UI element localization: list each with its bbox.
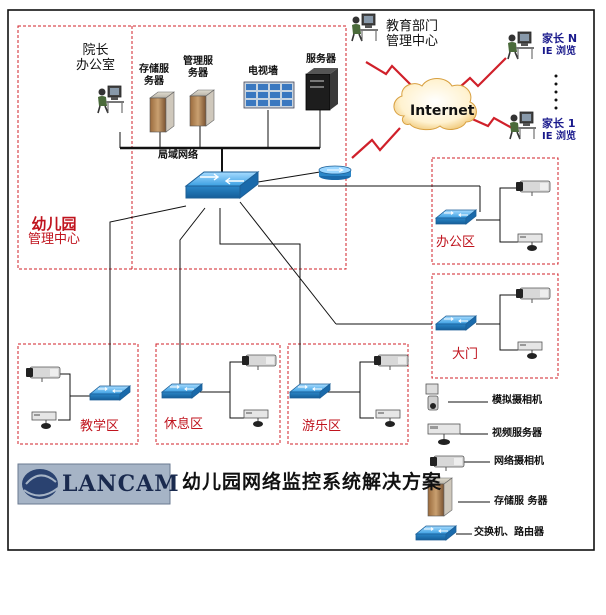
link-teaching xyxy=(109,205,187,394)
rest-branch-2 xyxy=(229,392,244,419)
server-tower-icon xyxy=(305,68,338,111)
play-network-camera-icon xyxy=(373,354,409,371)
legend-video-server-icon xyxy=(427,423,461,445)
wan-router-link xyxy=(351,127,401,159)
principal-office-label: 院长 办公室 xyxy=(76,43,116,74)
zone-teaching-area xyxy=(17,343,139,445)
parent-1-user-icon xyxy=(509,111,537,140)
gate-branch-2 xyxy=(499,324,518,351)
teaching-switch-icon xyxy=(89,385,131,401)
management-server-label: 管理服 务器 xyxy=(183,56,213,79)
internet-label: Internet xyxy=(410,103,475,119)
teach-branch-1 xyxy=(60,373,90,397)
parent-1-line1: 家长 1 xyxy=(542,117,576,130)
link-gate-a xyxy=(239,201,337,325)
zone-main-gate xyxy=(431,273,559,379)
teach-branch-2 xyxy=(58,396,71,421)
internet-cloud xyxy=(393,78,477,131)
gate-switch-icon xyxy=(435,315,477,331)
link-rest xyxy=(179,207,206,390)
parent-n-line2: IE 浏览 xyxy=(542,45,577,57)
rest-branch-1 xyxy=(200,361,244,393)
rest-switch-icon xyxy=(161,383,203,399)
link-play xyxy=(219,208,301,390)
office-switch-icon xyxy=(435,209,477,225)
legend-analog-camera-icon xyxy=(425,383,439,411)
zone-management-center xyxy=(17,25,347,270)
gate-network-camera-icon xyxy=(515,287,551,304)
education-center-line2: 管理中心 xyxy=(386,33,439,49)
rest-area-label: 休息区 xyxy=(164,417,204,432)
gate-branch-1 xyxy=(476,294,520,325)
education-user-icon xyxy=(351,13,379,42)
core-switch-icon xyxy=(185,171,259,199)
links xyxy=(58,110,520,535)
play-video-server-icon xyxy=(375,409,401,428)
wan-parent1-link xyxy=(469,116,513,129)
gate-video-server-icon xyxy=(517,341,543,360)
legend-network-camera-icon xyxy=(429,455,465,472)
principal-office-line2: 办公室 xyxy=(76,57,116,73)
office-area-label: 办公区 xyxy=(436,235,476,250)
parent-n-line1: 家长 N xyxy=(542,32,578,45)
wan-edu-link xyxy=(365,61,415,89)
education-center-label: 教育部门 管理中心 xyxy=(386,19,439,50)
parent-n-user-icon xyxy=(507,31,535,60)
page-title: 幼儿园网络监控系统解决方案 xyxy=(182,471,443,493)
parent-dots xyxy=(554,74,558,110)
play-area-label: 游乐区 xyxy=(302,419,342,434)
legend-analog-camera-label: 模拟摄相机 xyxy=(492,395,542,406)
tv-wall-icon xyxy=(243,81,295,109)
teaching-area-label: 教学区 xyxy=(80,419,120,434)
parent-1-line2: IE 浏览 xyxy=(542,130,577,142)
legend-switch-icon xyxy=(415,525,457,541)
rest-network-camera-icon xyxy=(241,354,277,371)
office-branch-1 xyxy=(476,187,520,221)
legend-storage-server-label: 存储服 务器 xyxy=(494,496,548,507)
parent-1-label: 家长 1 IE 浏览 xyxy=(542,117,577,142)
kindergarten-center-line1: 幼儿园 xyxy=(31,215,77,233)
teaching-network-camera-icon xyxy=(25,366,61,383)
play-switch-icon xyxy=(289,383,331,399)
storage-server-line2: 务器 xyxy=(144,75,164,87)
main-gate-label: 大门 xyxy=(452,347,479,362)
office-branch-2 xyxy=(499,220,518,243)
play-branch-1 xyxy=(322,361,376,393)
management-server-icon xyxy=(189,89,215,127)
management-server-line2: 务器 xyxy=(188,67,208,79)
tv-wall-label: 电视墙 xyxy=(248,66,278,77)
server-label: 服务器 xyxy=(306,54,336,65)
legend-storage-server-icon xyxy=(427,477,453,517)
teaching-video-server-icon xyxy=(31,411,57,430)
kindergarten-center-label: 幼儿园 管理中心 xyxy=(28,215,81,248)
storage-server-line1: 存储服 xyxy=(139,64,169,75)
rest-video-server-icon xyxy=(243,409,269,428)
zone-office-area xyxy=(431,157,559,265)
parent-n-label: 家长 N IE 浏览 xyxy=(542,32,578,57)
legend-network-camera-label: 网络摄相机 xyxy=(494,456,544,467)
principal-office-line1: 院长 xyxy=(82,43,109,58)
office-network-camera-icon xyxy=(515,180,551,197)
legend-switch-router-label: 交换机、路由器 xyxy=(474,527,544,538)
zone-play-area xyxy=(287,343,409,445)
router-icon xyxy=(318,165,352,180)
principal-user-icon xyxy=(97,85,125,114)
management-server-line1: 管理服 xyxy=(183,56,213,67)
play-branch-2 xyxy=(359,392,374,419)
zone-rest-area xyxy=(155,343,281,445)
legend-video-server-label: 视频服务器 xyxy=(492,428,542,439)
lan-label: 局域网络 xyxy=(158,150,198,161)
link-router xyxy=(257,171,321,183)
outer-frame xyxy=(7,9,595,551)
education-center-line1: 教育部门 xyxy=(386,19,439,34)
lancam-logo xyxy=(17,463,171,505)
storage-server-icon xyxy=(149,91,175,133)
kindergarten-center-line2: 管理中心 xyxy=(28,232,81,248)
office-video-server-icon xyxy=(517,233,543,252)
brand-name: LANCAM xyxy=(62,471,180,497)
storage-server-label: 存储服 务器 xyxy=(139,64,169,87)
